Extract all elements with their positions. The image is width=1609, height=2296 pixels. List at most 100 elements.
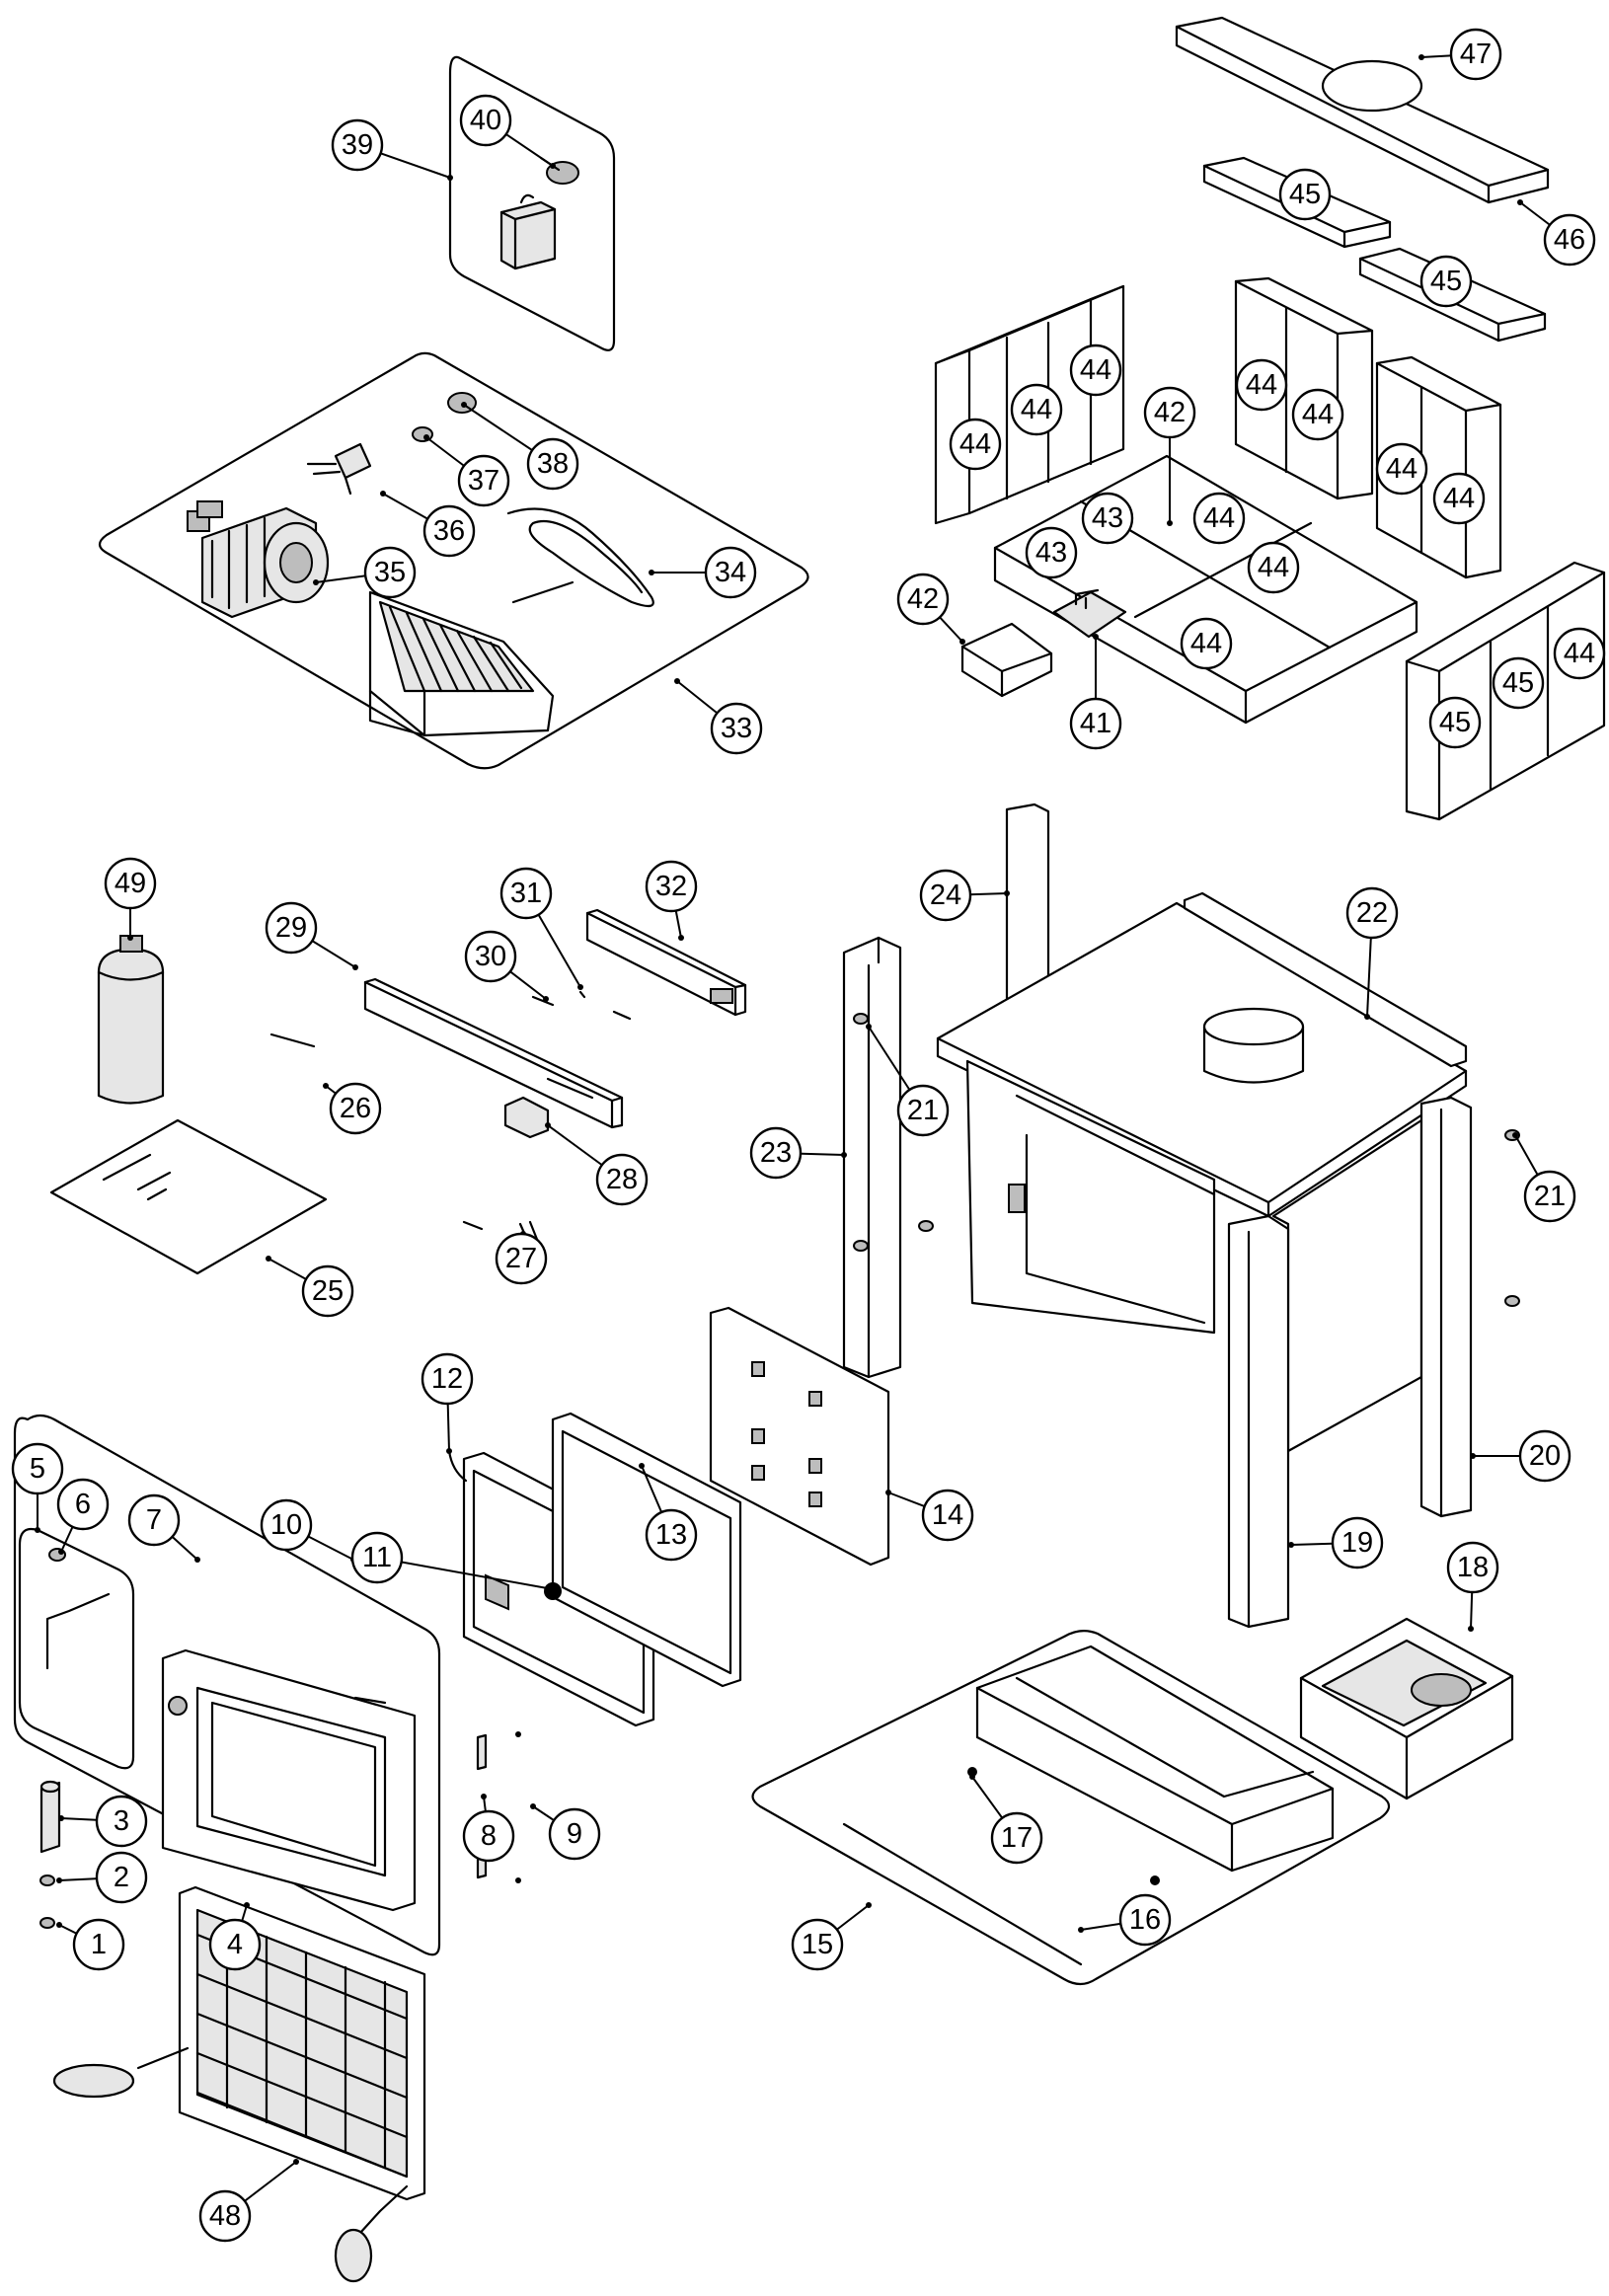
callout-c24: 24 [919,869,972,922]
callout-c21a: 21 [896,1084,950,1137]
leader-arrowhead [969,1774,975,1780]
callout-c28: 28 [595,1153,649,1206]
leader-arrowhead [313,579,319,585]
callout-c25: 25 [301,1264,354,1318]
door-assembly-sheet [13,1414,441,1956]
callout-circle [1192,492,1246,545]
callout-c30: 30 [464,930,517,983]
callout-circle [645,860,698,913]
callout-c22: 22 [1345,886,1399,940]
callout-circle [1278,168,1332,221]
callout-c6: 6 [56,1478,110,1531]
callout-c16: 16 [1118,1893,1172,1947]
callout-c41: 41 [1069,697,1122,750]
leader-arrowhead [866,1902,872,1908]
callout-label: 13 [655,1519,687,1551]
callout-c37: 37 [457,454,510,507]
callout-circle [127,1493,181,1547]
callout-label: 44 [1258,552,1289,583]
callout-circle [329,1082,382,1135]
callout-c45a: 45 [1278,168,1332,221]
callout-label: 44 [1080,354,1111,386]
callout-c40: 40 [459,94,512,147]
callout-label: 28 [606,1164,638,1195]
callout-c39: 39 [331,118,384,172]
callout-c45d: 45 [1492,656,1545,710]
callout-label: 25 [312,1275,344,1307]
callout-label: 5 [30,1453,45,1485]
callout-circle [331,118,384,172]
leader-arrowhead [530,1803,536,1809]
leader-arrowhead [550,163,556,169]
callout-c43b: 43 [1025,526,1078,579]
callout-circle [495,1232,548,1285]
callout-label: 4 [227,1929,243,1960]
callout-circle [1492,656,1545,710]
callout-c14: 14 [921,1489,974,1542]
callout-label: 44 [1386,453,1417,485]
callout-label: 15 [802,1929,833,1960]
callout-circle [462,1809,515,1863]
callout-c49: 49 [104,857,157,910]
callout-c5: 5 [11,1442,64,1495]
callout-label: 3 [114,1805,129,1837]
callout-label: 27 [505,1243,537,1274]
callout-circle [1428,696,1482,749]
callout-c44f: 44 [1375,442,1428,496]
callout-c19: 19 [1331,1516,1384,1569]
callout-circle [1432,472,1486,525]
leader-arrowhead [127,935,133,941]
callout-c34: 34 [704,546,757,599]
callout-label: 43 [1035,537,1067,569]
ash-pan-box [1299,1617,1514,1800]
leader-arrowhead [577,984,583,990]
leader-arrowhead [866,1024,872,1030]
leader-arrowhead [244,1902,250,1908]
callout-circle [990,1811,1043,1865]
callout-label: 31 [510,878,542,909]
leader-arrowhead [639,1463,645,1469]
callout-circle [301,1264,354,1318]
touch-up-paint-can [97,935,165,1105]
leader-arrowhead [1093,634,1099,640]
callout-circle [1345,886,1399,940]
callout-circle [421,1352,474,1406]
callout-circle [1069,697,1122,750]
callout-c4: 4 [208,1918,262,1971]
callout-circle [595,1153,649,1206]
callout-circle [459,94,512,147]
callout-circle [1081,492,1134,545]
callout-label: 20 [1529,1440,1561,1472]
leader-arrowhead [1470,1453,1476,1459]
callout-circle [1446,1541,1499,1594]
leader-arrowhead [323,1083,329,1089]
callout-c48: 48 [198,2189,252,2243]
callout-label: 44 [959,428,991,460]
callout-circle [1449,28,1502,81]
callout-label: 30 [475,941,506,972]
callout-circle [350,1531,404,1584]
leader-arrowhead [959,639,965,645]
callout-c44i: 44 [1247,541,1300,594]
callout-circle [645,1508,698,1562]
callout-label: 17 [1001,1822,1033,1854]
callout-label: 44 [1190,628,1222,659]
callout-c17: 17 [990,1811,1043,1865]
callout-c3: 3 [95,1795,148,1848]
leader-arrowhead [1517,199,1523,205]
callout-label: 16 [1129,1904,1161,1936]
callout-circle [1419,255,1473,308]
callout-c45b: 45 [1419,255,1473,308]
callout-label: 42 [1154,397,1186,428]
callout-label: 10 [270,1509,302,1541]
callout-c35: 35 [363,546,417,599]
callout-circle [1523,1170,1576,1223]
callout-label: 43 [1092,502,1123,534]
callout-circle [1553,627,1606,680]
leader-arrowhead [1418,54,1424,60]
callout-circle [457,454,510,507]
callout-circle [1331,1516,1384,1569]
callout-circle [919,869,972,922]
leader-line [376,1557,554,1590]
callout-label: 42 [907,583,939,615]
